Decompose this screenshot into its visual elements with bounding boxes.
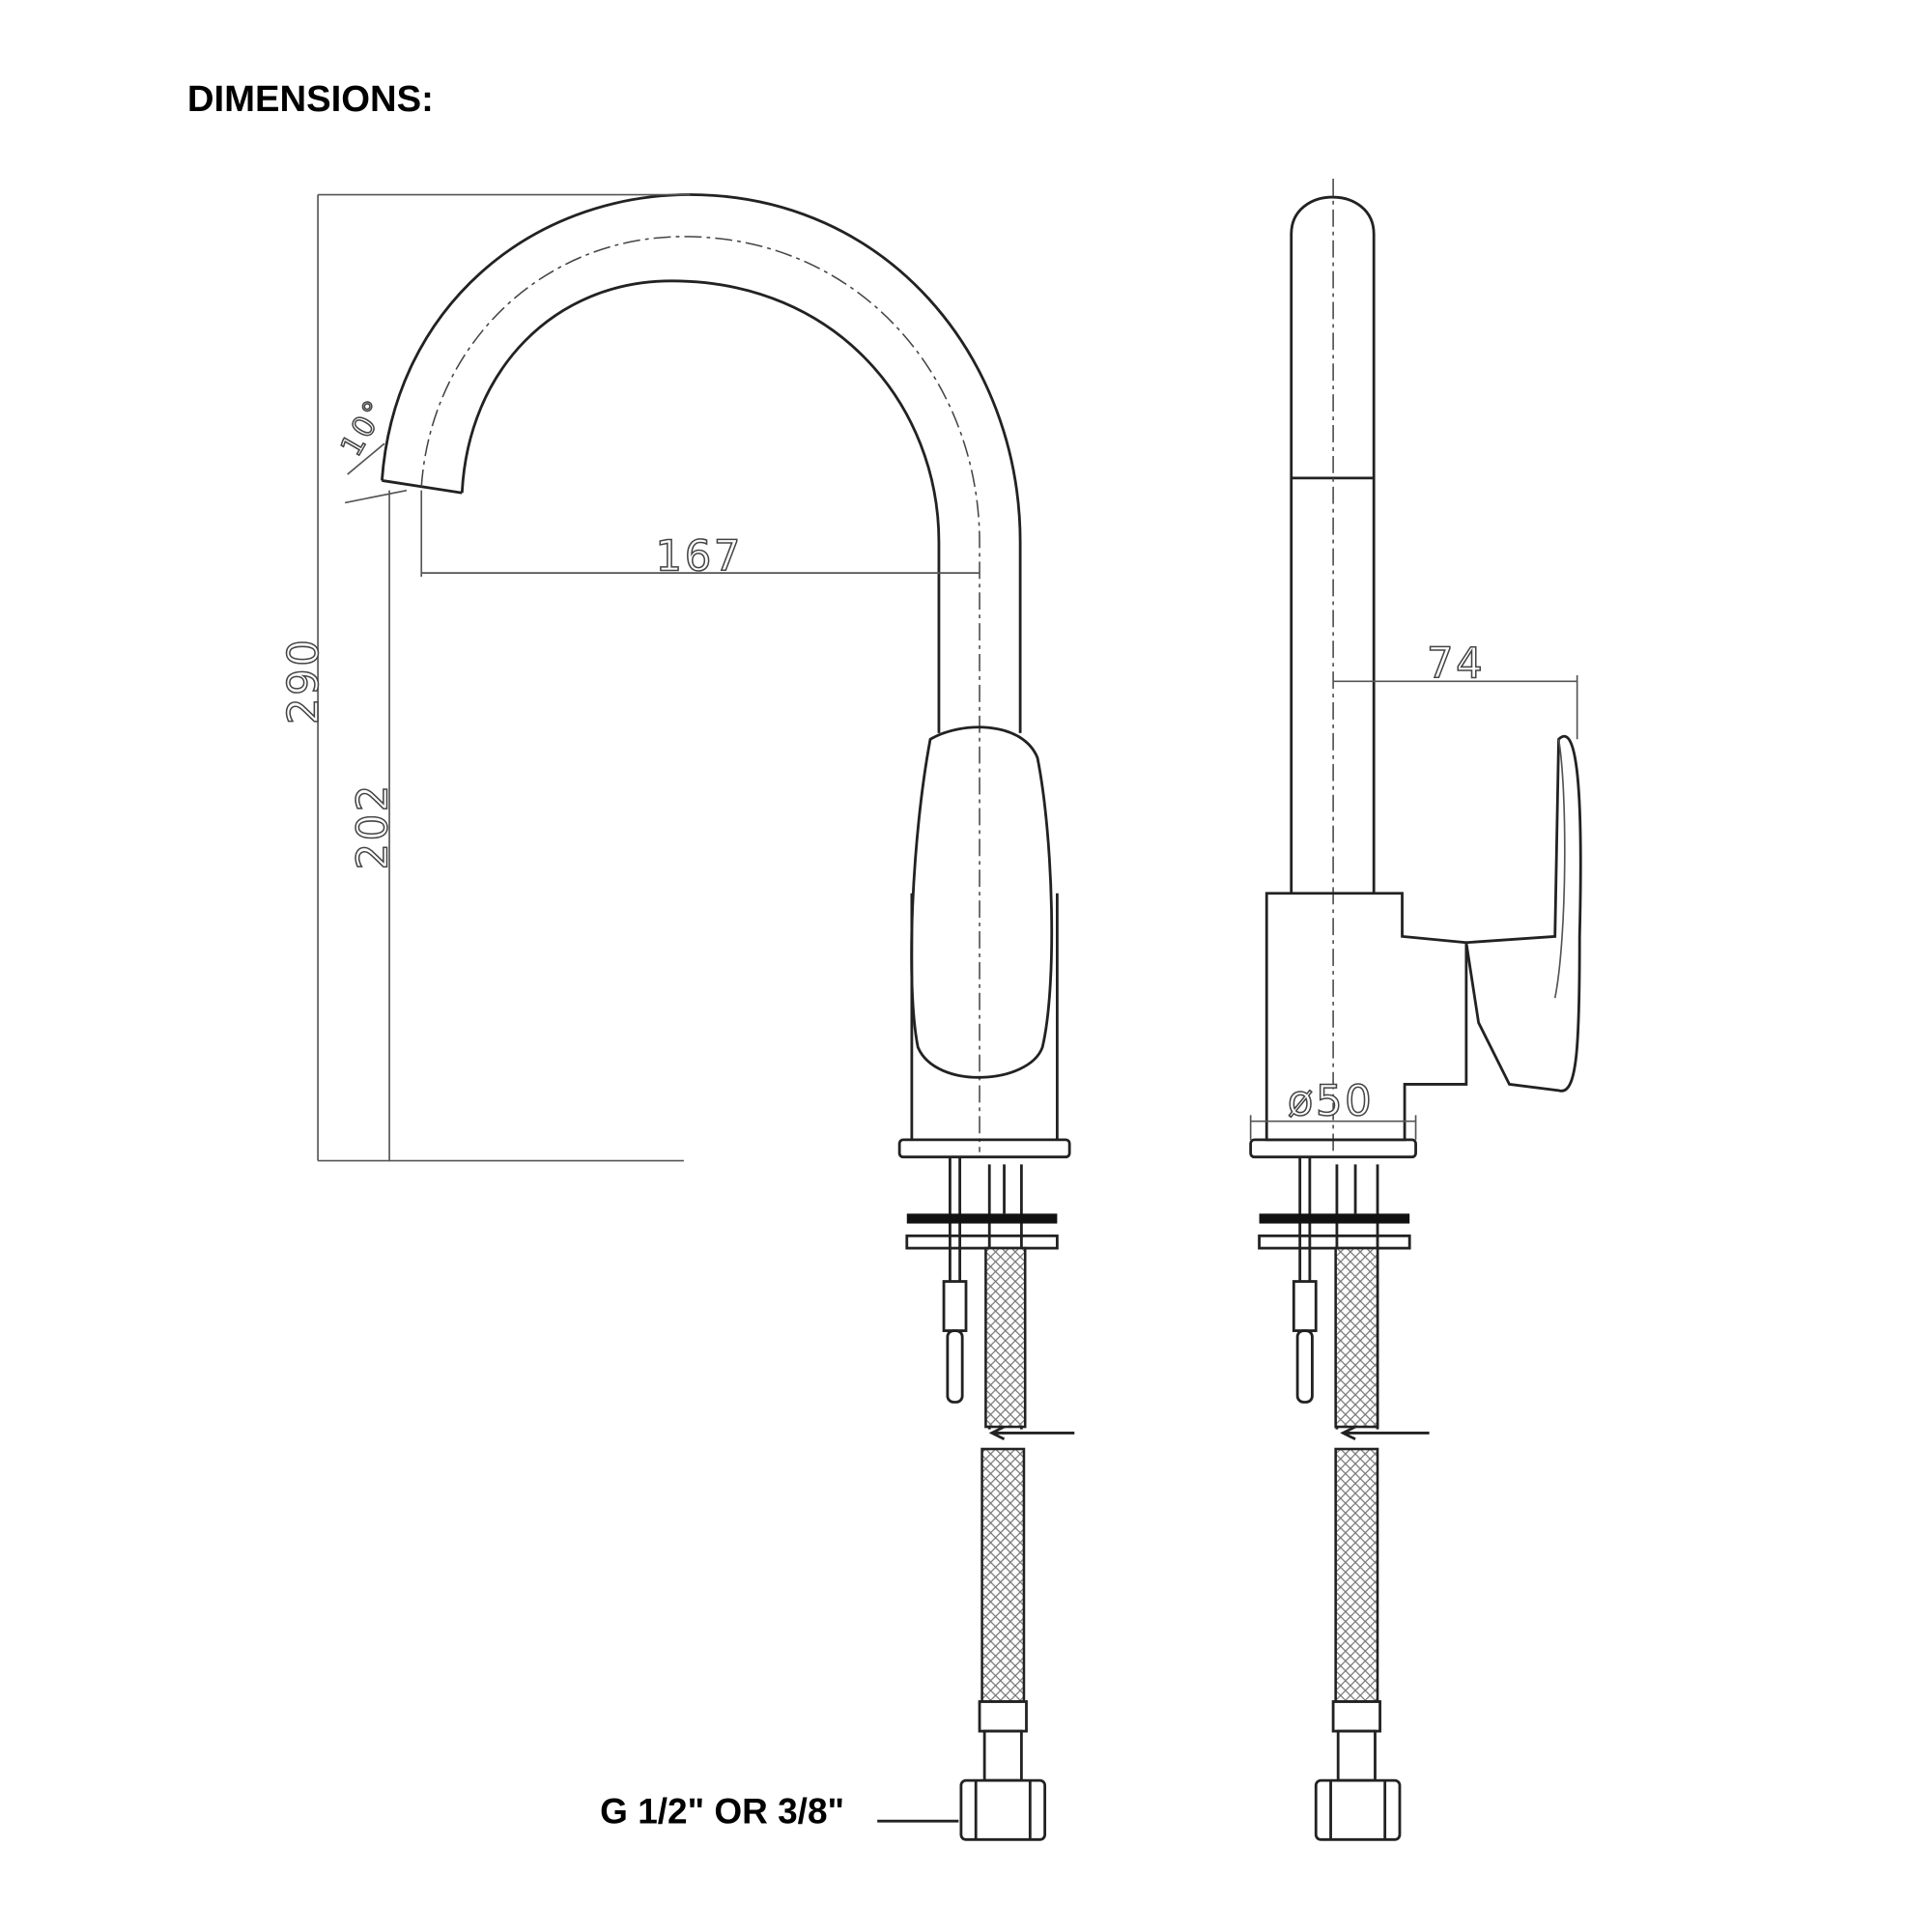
side-view: 74 ø50 — [1249, 178, 1582, 1841]
page-title: DIMENSIONS: — [187, 78, 434, 120]
overall-height-label: 290 — [280, 638, 328, 724]
connection-size-note: G 1/2" OR 3/8" — [600, 1792, 844, 1832]
spout-reach-label: 167 — [656, 533, 743, 582]
spout-outer — [381, 193, 1022, 733]
spout-height-label: 202 — [350, 782, 398, 869]
front-view: 167 290 202 10° — [279, 193, 1075, 1841]
spout-side — [1290, 195, 1376, 894]
base-diameter-label: ø50 — [1288, 1077, 1374, 1125]
handle-depth-label: 74 — [1427, 640, 1485, 689]
spout-inner — [460, 279, 941, 733]
handle-front — [910, 725, 1054, 1079]
handle-side — [1464, 734, 1582, 1093]
